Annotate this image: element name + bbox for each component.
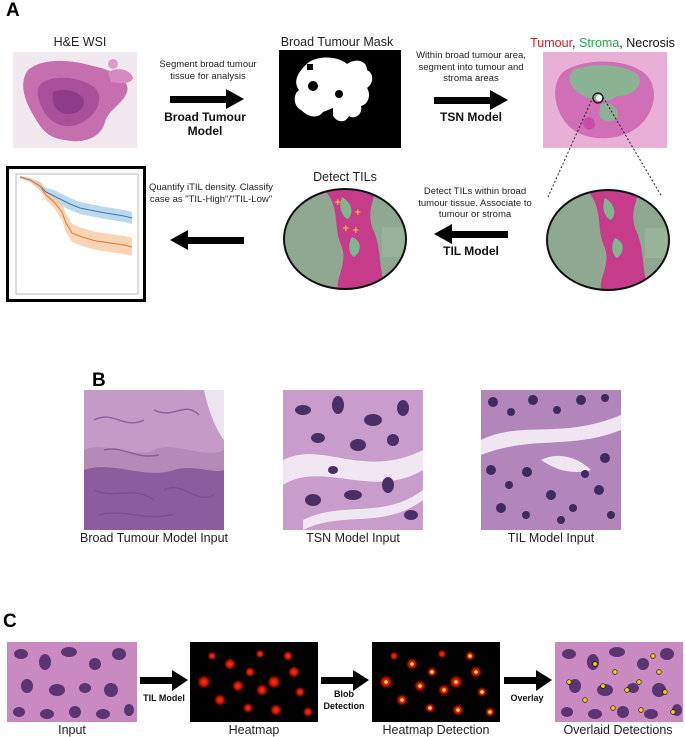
overlay-arrow-label: Overlay [510, 693, 544, 703]
legend-separator: , [572, 36, 579, 50]
arrow-right-icon [170, 89, 244, 109]
arrow-right-icon [504, 670, 552, 691]
tissue-class-legend: Tumour, Stroma, Necrosis [520, 36, 685, 50]
tsn-input-tile [283, 390, 423, 530]
mask-title: Broad Tumour Mask [280, 35, 394, 49]
step1-description: Segment broad tumour tissue for analysis [159, 59, 257, 82]
broad-tumour-input-tile [84, 390, 224, 530]
svg-text:+: + [352, 226, 360, 236]
legend-tumour: Tumour [530, 36, 573, 50]
arrow-right-icon [140, 670, 188, 691]
tsn-zoom-ellipse [546, 189, 670, 291]
step3-description: Detect TILs within broad tumour tissue. … [418, 186, 532, 220]
panel-a-letter: A [6, 0, 20, 21]
svg-text:+: + [334, 198, 342, 208]
tsn-input-caption: TSN Model Input [306, 531, 400, 545]
heatmap-caption: Heatmap [228, 723, 280, 737]
step3-model-label: TIL Model [443, 244, 499, 258]
heatmap-detection-caption: Heatmap Detection [382, 723, 490, 737]
step2-description: Within broad tumour area, segment into t… [416, 50, 526, 84]
arrow-right-icon [321, 670, 369, 691]
step1-model-label: Broad Tumour Model [164, 110, 246, 138]
overlaid-detections-caption: Overlaid Detections [563, 723, 673, 737]
panel-b-letter: B [92, 370, 106, 391]
arrow-right-icon [434, 90, 508, 110]
wsi-title: H&E WSI [53, 35, 107, 49]
til-input-tile [481, 390, 621, 530]
zoom-connector-lines [547, 96, 663, 198]
arrow-left-icon [170, 230, 244, 250]
step2-model-label: TSN Model [440, 110, 502, 124]
step4-description: Quantify iTIL density. Classify case as … [148, 182, 274, 205]
legend-necrosis: Necrosis [626, 36, 675, 50]
heatmap-detection-image [372, 642, 500, 722]
blob-detection-arrow-label: Blob Detection [323, 689, 365, 711]
heatmap-image [190, 642, 318, 722]
input-caption: Input [58, 723, 86, 737]
broad-tumour-mask-image [279, 50, 401, 148]
overlaid-detections-image [555, 642, 683, 722]
he-wsi-image [13, 52, 137, 148]
legend-separator: , [619, 36, 627, 50]
legend-stroma: Stroma [579, 36, 620, 50]
detect-tils-title: Detect TILs [313, 170, 377, 184]
arrow-left-icon [434, 224, 508, 244]
detect-tils-ellipse: ++++ [283, 188, 407, 290]
broad-tumour-input-caption: Broad Tumour Model Input [80, 531, 228, 545]
tsn-overlay-image [543, 52, 667, 148]
panel-c-letter: C [3, 611, 17, 632]
survival-curve-plot [6, 166, 146, 302]
til-input-caption: TIL Model Input [507, 531, 595, 545]
input-patch-image [7, 642, 137, 722]
svg-text:+: + [354, 208, 362, 218]
til-model-arrow-label: TIL Model [143, 693, 185, 703]
svg-text:+: + [342, 224, 350, 234]
